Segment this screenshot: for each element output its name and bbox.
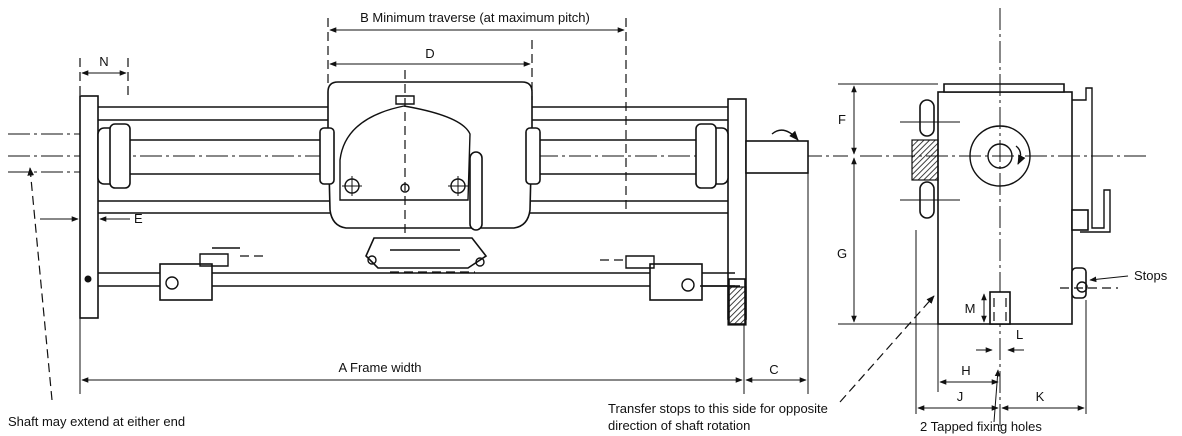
label-l: L — [1016, 327, 1023, 342]
note-transfer-stops-line2: direction of shaft rotation — [608, 418, 750, 433]
label-g: G — [837, 246, 847, 261]
label-c: C — [769, 362, 778, 377]
label-d: D — [425, 46, 434, 61]
right-plate-hatched — [727, 286, 747, 326]
side-hatched-key — [911, 139, 939, 181]
left-stop-block — [159, 263, 213, 301]
label-j: J — [957, 389, 964, 404]
note-shaft-extend: Shaft may extend at either end — [8, 414, 185, 429]
label-e: E — [134, 211, 143, 226]
front-elevation — [8, 18, 848, 401]
label-n: N — [99, 54, 108, 69]
label-m: M — [965, 301, 976, 316]
left-end-plate — [79, 95, 99, 319]
note-tapped-holes: 2 Tapped fixing holes — [920, 419, 1042, 434]
note-transfer-stops-line1: Transfer stops to this side for opposite — [608, 401, 828, 416]
side-elevation — [838, 8, 1150, 432]
carriage-lever — [469, 151, 483, 231]
follower-linkage — [365, 237, 488, 269]
label-h: H — [961, 363, 970, 378]
label-a-frame-width: A Frame width — [338, 360, 421, 375]
label-k: K — [1036, 389, 1045, 404]
carriage-body — [327, 81, 533, 229]
label-f: F — [838, 112, 846, 127]
label-stops: Stops — [1134, 268, 1168, 283]
side-body — [937, 91, 1073, 325]
right-stop-block — [649, 263, 703, 301]
label-b-min-traverse: B Minimum traverse (at maximum pitch) — [360, 10, 590, 25]
shaft-end — [745, 140, 809, 174]
